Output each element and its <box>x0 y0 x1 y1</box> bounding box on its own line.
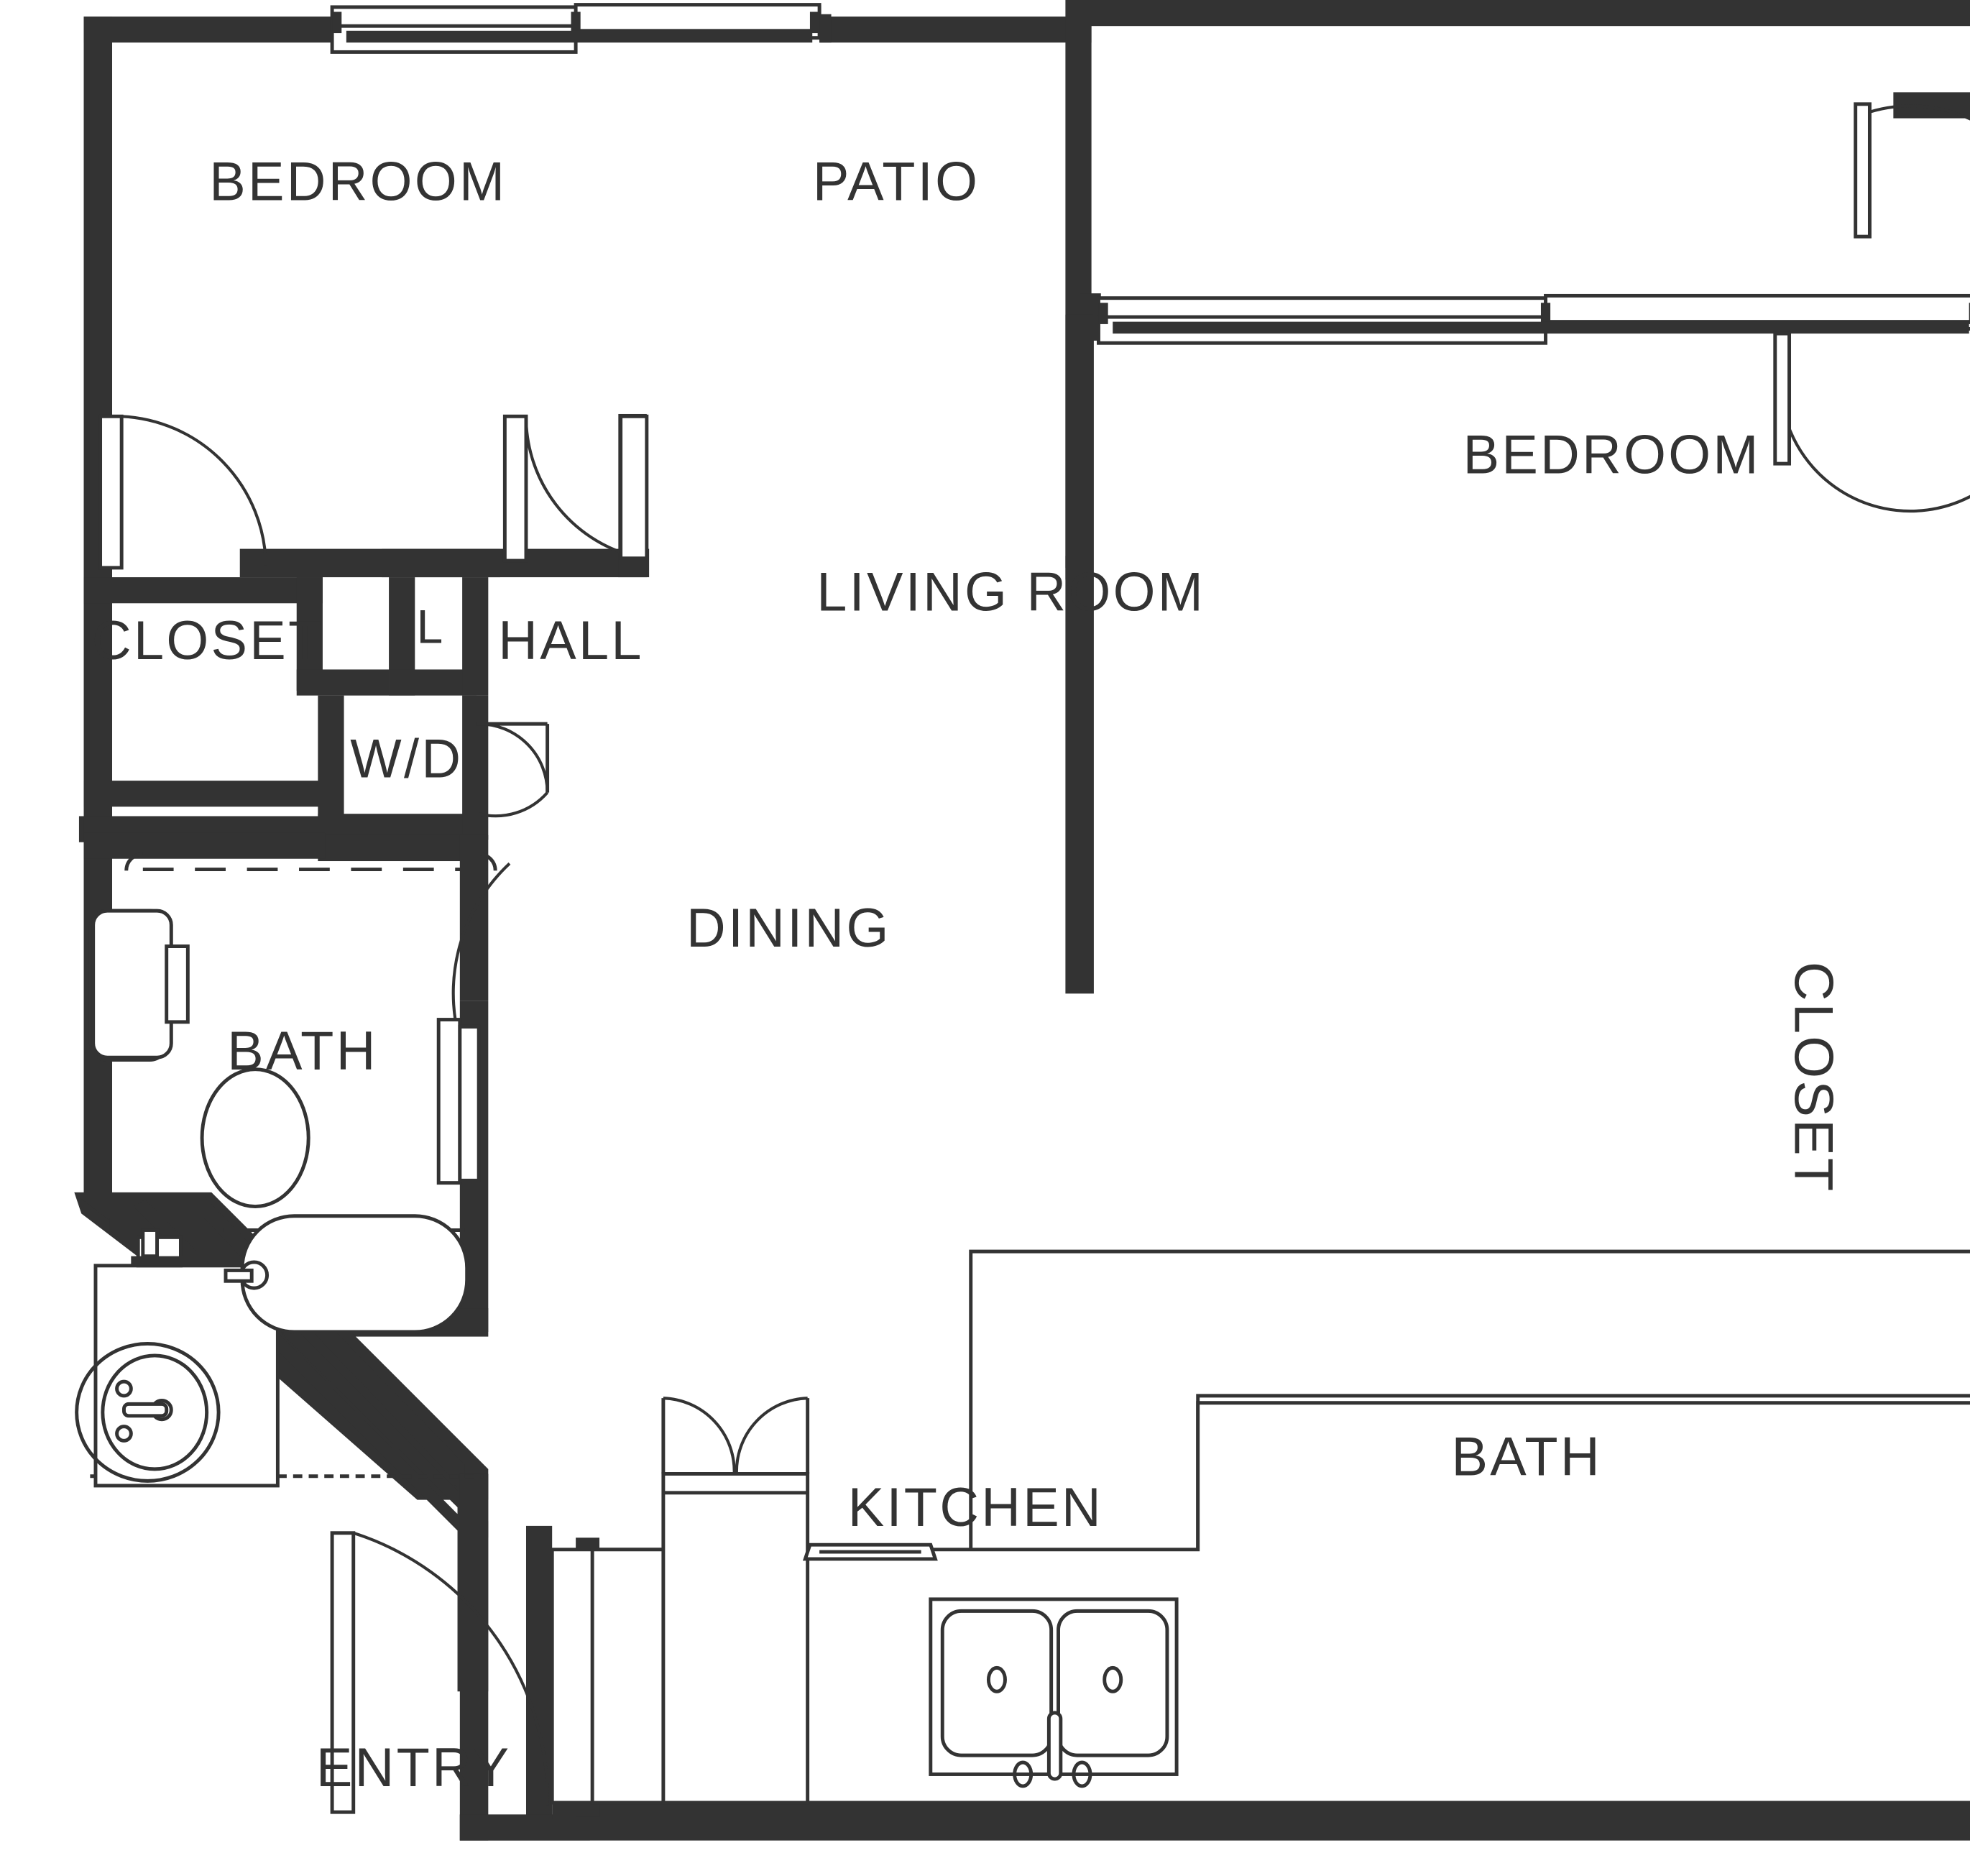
room-label-patio: PATIO <box>813 151 980 212</box>
door-patio-exterior[interactable] <box>1854 102 1970 239</box>
door-wd[interactable] <box>476 722 550 818</box>
door-entry[interactable] <box>330 1531 549 1814</box>
room-label-bath-left: BATH <box>227 1021 377 1082</box>
door-living-patio[interactable] <box>1773 331 1970 513</box>
windows-group <box>330 3 1970 345</box>
slider-patio-living[interactable] <box>1097 293 1970 345</box>
fixtures-group <box>75 852 1179 1805</box>
toilet-left <box>88 909 310 1209</box>
room-label-washer-dryer: W/D <box>350 728 463 789</box>
bathtub-left <box>223 1214 469 1334</box>
dishwasher <box>802 1542 938 1561</box>
kitchen-sink <box>929 1597 1179 1788</box>
room-label-kitchen: KITCHEN <box>848 1477 1103 1538</box>
room-label-bedroom-right: BEDROOM <box>1463 425 1761 486</box>
room-label-living-room: LIVING ROOM <box>816 561 1205 622</box>
room-label-entry: ENTRY <box>316 1737 512 1798</box>
room-label-linen: L <box>417 600 444 653</box>
room-label-dining: DINING <box>686 898 891 959</box>
room-label-bath-right: BATH <box>1452 1426 1602 1487</box>
room-label-closet-left: CLOSET <box>92 610 324 671</box>
door-bath-left[interactable] <box>436 862 511 1185</box>
room-labels-group: BEDROOM PATIO BEDROOM CLOSET L HALL LIVI… <box>92 151 1844 1798</box>
room-label-bedroom-left: BEDROOM <box>209 151 507 212</box>
room-label-closet-right: CLOSET <box>1783 962 1844 1194</box>
room-label-hall: HALL <box>498 610 644 671</box>
door-closet-left[interactable] <box>98 414 268 570</box>
kitchen-base-counter <box>550 1401 1970 1805</box>
window-bedroom-left <box>330 3 832 54</box>
door-bedroom-left[interactable] <box>502 414 649 563</box>
pantry-cabinet <box>661 1472 810 1805</box>
